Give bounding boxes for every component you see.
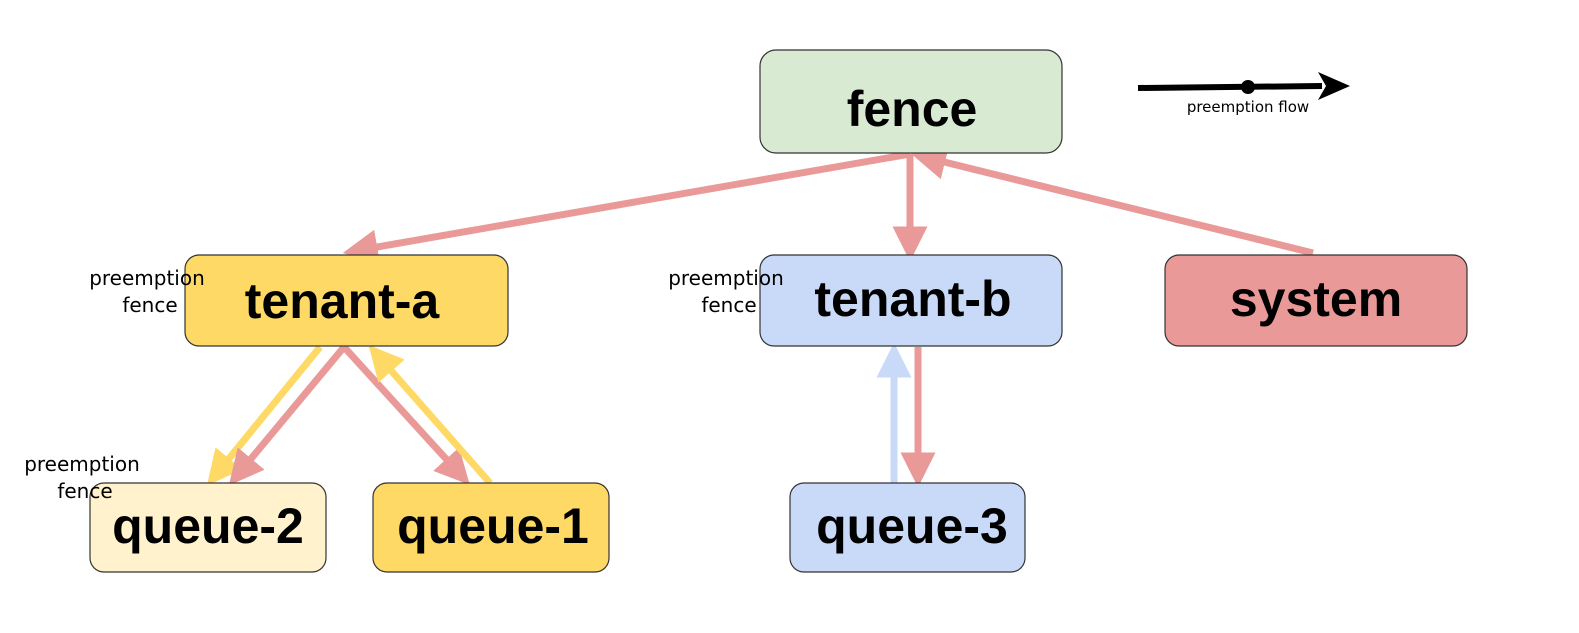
edge-queue-1-to-tenant-a-yellow [368,344,493,486]
legend-label: preemption flow [1187,98,1309,116]
node-fence-label: fence [847,81,978,137]
annotation-tenant-a-line1: preemption [89,266,205,290]
annotation-tenant-a-line2: fence [122,293,177,317]
edge-tenant-a-to-queue-2-yellow [206,344,323,486]
legend-arrow-dot [1241,80,1255,94]
annotation-tenant-b-line2: fence [701,293,756,317]
node-system[interactable]: system [1164,254,1468,347]
annotation-tenant-b: preemption fence [668,266,784,317]
node-queue-3[interactable]: queue-3 [789,482,1026,573]
node-queue-3-box [789,482,1026,573]
node-tenant-b-box [759,254,1063,347]
annotation-queue-2: preemption fence [24,452,140,503]
edges [206,145,1314,488]
annotation-tenant-a: preemption fence [89,266,205,317]
node-queue-1-box [372,482,610,573]
edge-tenant-a-to-queue-2-red [228,344,347,486]
node-system-box [1164,254,1468,347]
node-queue-2[interactable]: queue-2 [89,482,327,573]
legend: preemption flow [1137,72,1350,116]
node-queue-1-label: queue-1 [397,498,589,554]
legend-arrowhead [1318,72,1350,100]
node-fence[interactable]: fence [759,49,1063,154]
node-tenant-a[interactable]: tenant-a [184,254,509,347]
node-queue-2-box [89,482,327,573]
edge-fence-to-tenant-a [342,150,911,265]
node-queue-1[interactable]: queue-1 [372,482,610,573]
edge-system-to-fence [911,145,1314,257]
edge-tenant-a-to-queue-1-red [341,344,470,485]
node-queue-3-label: queue-3 [816,498,1008,554]
node-tenant-a-label: tenant-a [245,273,441,329]
node-tenant-a-box [184,254,509,347]
annotation-tenant-b-line1: preemption [668,266,784,290]
node-fence-box [759,49,1063,154]
annotation-queue-2-line1: preemption [24,452,140,476]
legend-arrow-line [1137,83,1323,91]
node-queue-2-label: queue-2 [112,498,304,554]
annotation-queue-2-line2: fence [57,479,112,503]
node-system-label: system [1230,271,1402,327]
node-tenant-b[interactable]: tenant-b [759,254,1063,347]
node-tenant-b-label: tenant-b [814,271,1011,327]
